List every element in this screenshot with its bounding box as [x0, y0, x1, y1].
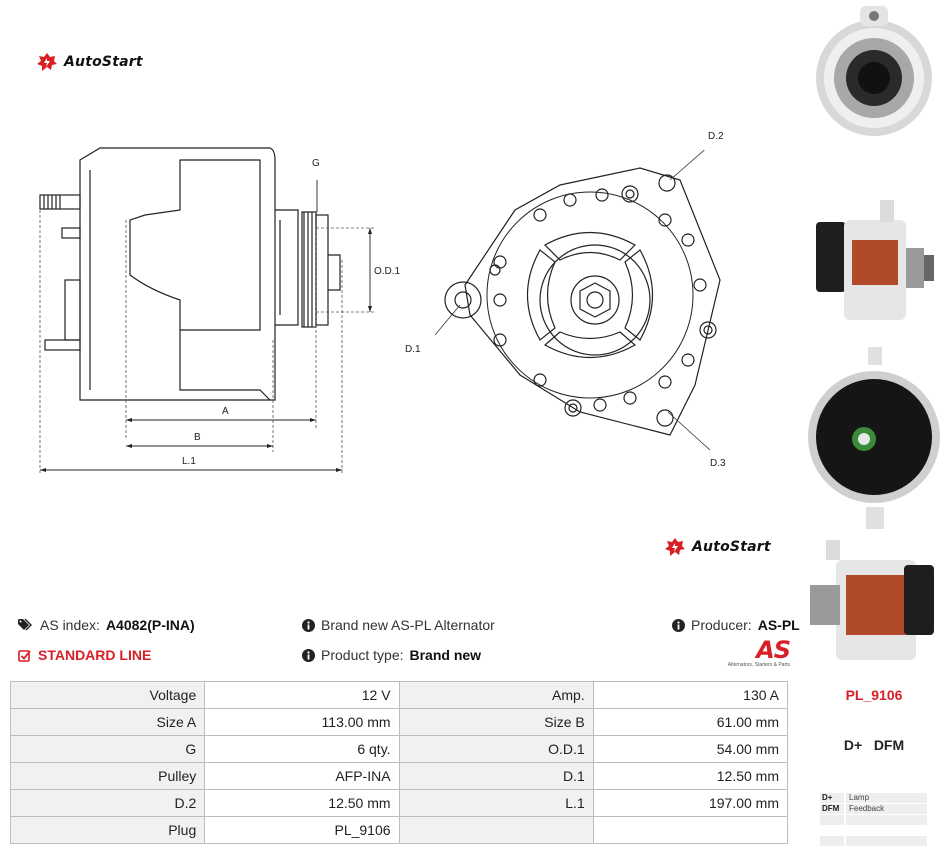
legend-row	[820, 815, 927, 826]
info-icon	[672, 618, 685, 632]
spec-label: Pulley	[9, 762, 206, 790]
spec-label: Size A	[9, 708, 206, 736]
label-od1: O.D.1	[374, 266, 401, 277]
spec-label: L.1	[398, 789, 594, 817]
description: Brand new AS-PL Alternator	[302, 617, 495, 633]
producer-label: Producer:	[691, 617, 752, 633]
product-type-value: Brand new	[409, 647, 482, 663]
spec-label: D.2	[9, 789, 206, 817]
standard-line-label: STANDARD LINE	[38, 647, 152, 663]
autostart-logo-icon	[665, 538, 685, 556]
spec-value: 12 V	[204, 681, 400, 709]
as-index-value: A4082(P-INA)	[105, 617, 195, 633]
label-b: B	[194, 432, 201, 443]
side-view-drawing	[39, 147, 375, 475]
spec-value: 6 qty.	[204, 735, 400, 763]
as-pl-logo: AS Alternators, Starters & Parts	[704, 636, 791, 668]
label-d2: D.2	[708, 131, 724, 142]
label-d3: D.3	[710, 458, 726, 469]
spec-value: 130 A	[592, 681, 789, 709]
description-text: Brand new AS-PL Alternator	[321, 617, 495, 633]
check-square-icon	[18, 649, 31, 662]
autostart-logo-icon	[37, 53, 57, 71]
autostart-logo-secondary: AutoStart	[664, 537, 771, 557]
spec-value: PL_9106	[204, 816, 400, 844]
spec-label: O.D.1	[398, 735, 594, 763]
autostart-logo: AutoStart	[36, 52, 143, 72]
producer-value: AS-PL	[757, 617, 800, 633]
spec-label: D.1	[398, 762, 594, 790]
spec-value: 12.50 mm	[204, 789, 400, 817]
spec-value: 113.00 mm	[204, 708, 400, 736]
alternator-side-photo	[806, 200, 942, 340]
product-type-label: Product type:	[321, 647, 404, 663]
autostart-logo-text: AutoStart	[64, 54, 143, 70]
spec-value: 197.00 mm	[592, 789, 789, 817]
info-icon	[302, 618, 315, 632]
spec-value: 54.00 mm	[592, 735, 789, 763]
spec-label: Voltage	[9, 681, 206, 709]
spec-label: G	[9, 735, 206, 763]
spec-value	[592, 816, 789, 844]
standard-line: STANDARD LINE	[18, 647, 151, 663]
alternator-front-photo	[806, 6, 942, 136]
as-pl-tagline: Alternators, Starters & Parts	[727, 662, 790, 668]
alternator-plug-side-photo	[806, 540, 942, 670]
spec-label: Size B	[398, 708, 594, 736]
alternator-rear-photo	[806, 347, 942, 532]
label-d1: D.1	[405, 344, 421, 355]
as-pl-logo-mark: AS	[756, 636, 791, 664]
front-view-drawing	[434, 150, 721, 450]
autostart-logo-text: AutoStart	[692, 539, 771, 555]
tag-icon	[18, 619, 32, 631]
spec-value: 61.00 mm	[592, 708, 789, 736]
plug-code: PL_9106	[845, 687, 903, 703]
label-a: A	[222, 406, 229, 417]
spec-label: Plug	[9, 816, 206, 844]
legend-row	[820, 836, 927, 847]
terminal-labels: D+ DFM	[843, 737, 905, 753]
label-l1: L.1	[182, 456, 196, 467]
producer: Producer: AS-PL	[672, 617, 800, 633]
info-icon	[302, 648, 315, 662]
label-g: G	[312, 158, 320, 169]
product-type: Product type: Brand new	[302, 647, 481, 663]
spec-value: AFP-INA	[204, 762, 400, 790]
as-index: AS index: A4082(P-INA)	[18, 617, 195, 633]
spec-label	[398, 816, 594, 844]
legend-row: D+Lamp	[820, 793, 927, 804]
as-index-label: AS index:	[40, 617, 100, 633]
spec-label: Amp.	[398, 681, 594, 709]
spec-value: 12.50 mm	[592, 762, 789, 790]
